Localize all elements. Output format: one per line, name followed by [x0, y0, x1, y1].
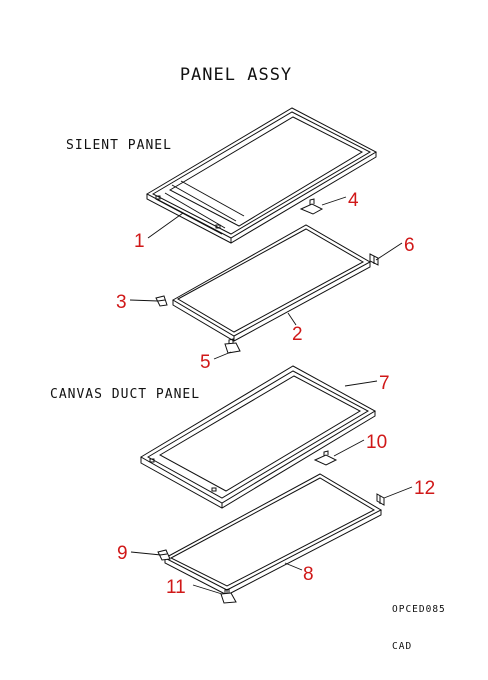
part-8-canvas-duct-tray [163, 473, 383, 596]
callout-12: 12 [414, 478, 435, 499]
part-11-clip [220, 588, 237, 604]
section-title-silent-panel: SILENT PANEL [66, 138, 172, 153]
callout-1: 1 [134, 231, 145, 252]
leader-lines [129, 196, 413, 595]
part-3-clip [155, 295, 168, 307]
part-5-clip [224, 338, 241, 354]
callout-7: 7 [379, 373, 390, 394]
part-12-clip [376, 493, 385, 506]
part-2-silent-panel-tray [171, 224, 372, 342]
diagram-title: PANEL ASSY [180, 65, 292, 85]
drawing-code: OPCED085 [392, 604, 446, 615]
section-title-canvas-duct-panel: CANVAS DUCT PANEL [50, 387, 200, 402]
callout-11: 11 [166, 577, 186, 598]
callout-5: 5 [200, 352, 211, 373]
callout-10: 10 [366, 432, 387, 453]
callout-4: 4 [348, 190, 359, 211]
part-6-clip [369, 253, 379, 266]
part-1-silent-panel-frame [145, 107, 378, 244]
part-9-clip [157, 549, 171, 561]
callout-3: 3 [116, 292, 127, 313]
part-4-clip [299, 198, 324, 215]
callout-9: 9 [117, 543, 128, 564]
part-7-canvas-duct-frame [140, 365, 377, 509]
callout-8: 8 [303, 564, 314, 585]
part-10-clip [313, 450, 338, 466]
cad-label: CAD [392, 641, 412, 652]
callout-2: 2 [292, 324, 303, 345]
callout-6: 6 [404, 235, 415, 256]
